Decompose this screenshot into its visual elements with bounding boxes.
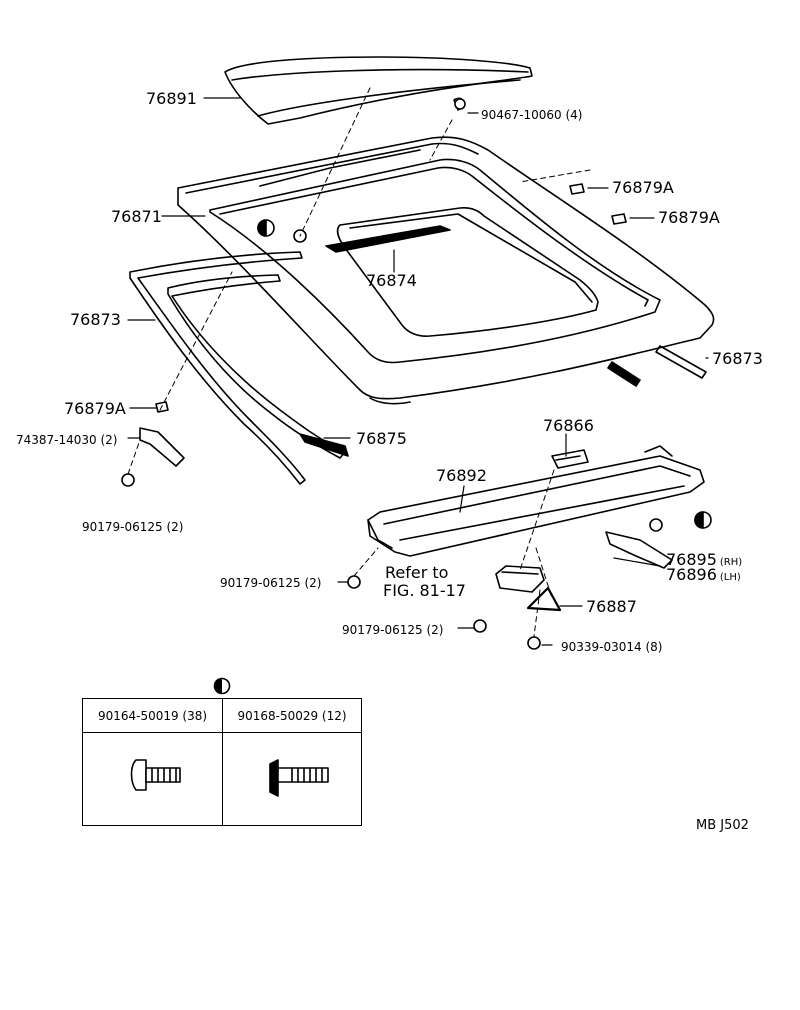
- label-76879A-1: 76879A: [612, 178, 674, 197]
- strip-76875: [299, 433, 349, 457]
- label-90179-a: 90179-06125 (2): [82, 520, 184, 534]
- label-90179-c: 90179-06125 (2): [342, 623, 444, 637]
- leader-lines: [127, 97, 709, 646]
- bracket-76866: [551, 449, 589, 469]
- label-90339: 90339-03014 (8): [561, 640, 663, 654]
- screw-marker-icons: [257, 219, 712, 529]
- label-76887: 76887: [586, 597, 637, 616]
- label-74387: 74387-14030 (2): [16, 433, 118, 447]
- drain-block: [495, 565, 545, 593]
- refer-text-line2: FIG. 81-17: [383, 581, 466, 600]
- label-76891: 76891: [146, 89, 197, 108]
- legend-header-right: 90168-50029 (12): [223, 699, 361, 733]
- fasteners: [121, 97, 663, 650]
- label-76874: 76874: [366, 271, 417, 290]
- bracket-76887: [526, 586, 562, 612]
- seal-76873-left: [129, 251, 346, 485]
- sunroof-housing-76871: [177, 136, 715, 405]
- legend-column-right: 90168-50029 (12): [223, 699, 361, 825]
- bracket-76895-76896: [605, 531, 673, 569]
- rail-76892: [367, 445, 705, 557]
- diagram-code: MB J502: [696, 818, 749, 833]
- legend-bolt-1-icon: [130, 759, 181, 791]
- label-76879A-2: 76879A: [658, 208, 720, 227]
- dashed-guides: [127, 87, 591, 637]
- label-76871: 76871: [111, 207, 162, 226]
- legend-column-left: 90164-50019 (38): [83, 699, 223, 825]
- label-76875: 76875: [356, 429, 407, 448]
- strip-76873-right: [607, 345, 707, 387]
- label-90467: 90467-10060 (4): [481, 108, 583, 122]
- label-76873-left: 76873: [70, 310, 121, 329]
- label-90179-b: 90179-06125 (2): [220, 576, 322, 590]
- legend-bolt-2-icon: [269, 759, 329, 797]
- spoiler-76891: [224, 56, 533, 125]
- fastener-legend-table: 90164-50019 (38) 90168-50029 (12): [82, 698, 362, 826]
- half-filled-screw-legend-icon: [213, 677, 231, 695]
- legend-header-left: 90164-50019 (38): [83, 699, 222, 733]
- label-76873-right: 76873: [712, 349, 763, 368]
- label-76879A-3: 76879A: [64, 399, 126, 418]
- label-76896: 76896(LH): [666, 565, 741, 584]
- label-76866: 76866: [543, 416, 594, 435]
- label-76892: 76892: [436, 466, 487, 485]
- label-76895: 76895(RH): [666, 550, 743, 569]
- seal-76874: [325, 225, 451, 253]
- clip-74387: [139, 427, 185, 467]
- refer-text-line1: Refer to: [385, 563, 449, 582]
